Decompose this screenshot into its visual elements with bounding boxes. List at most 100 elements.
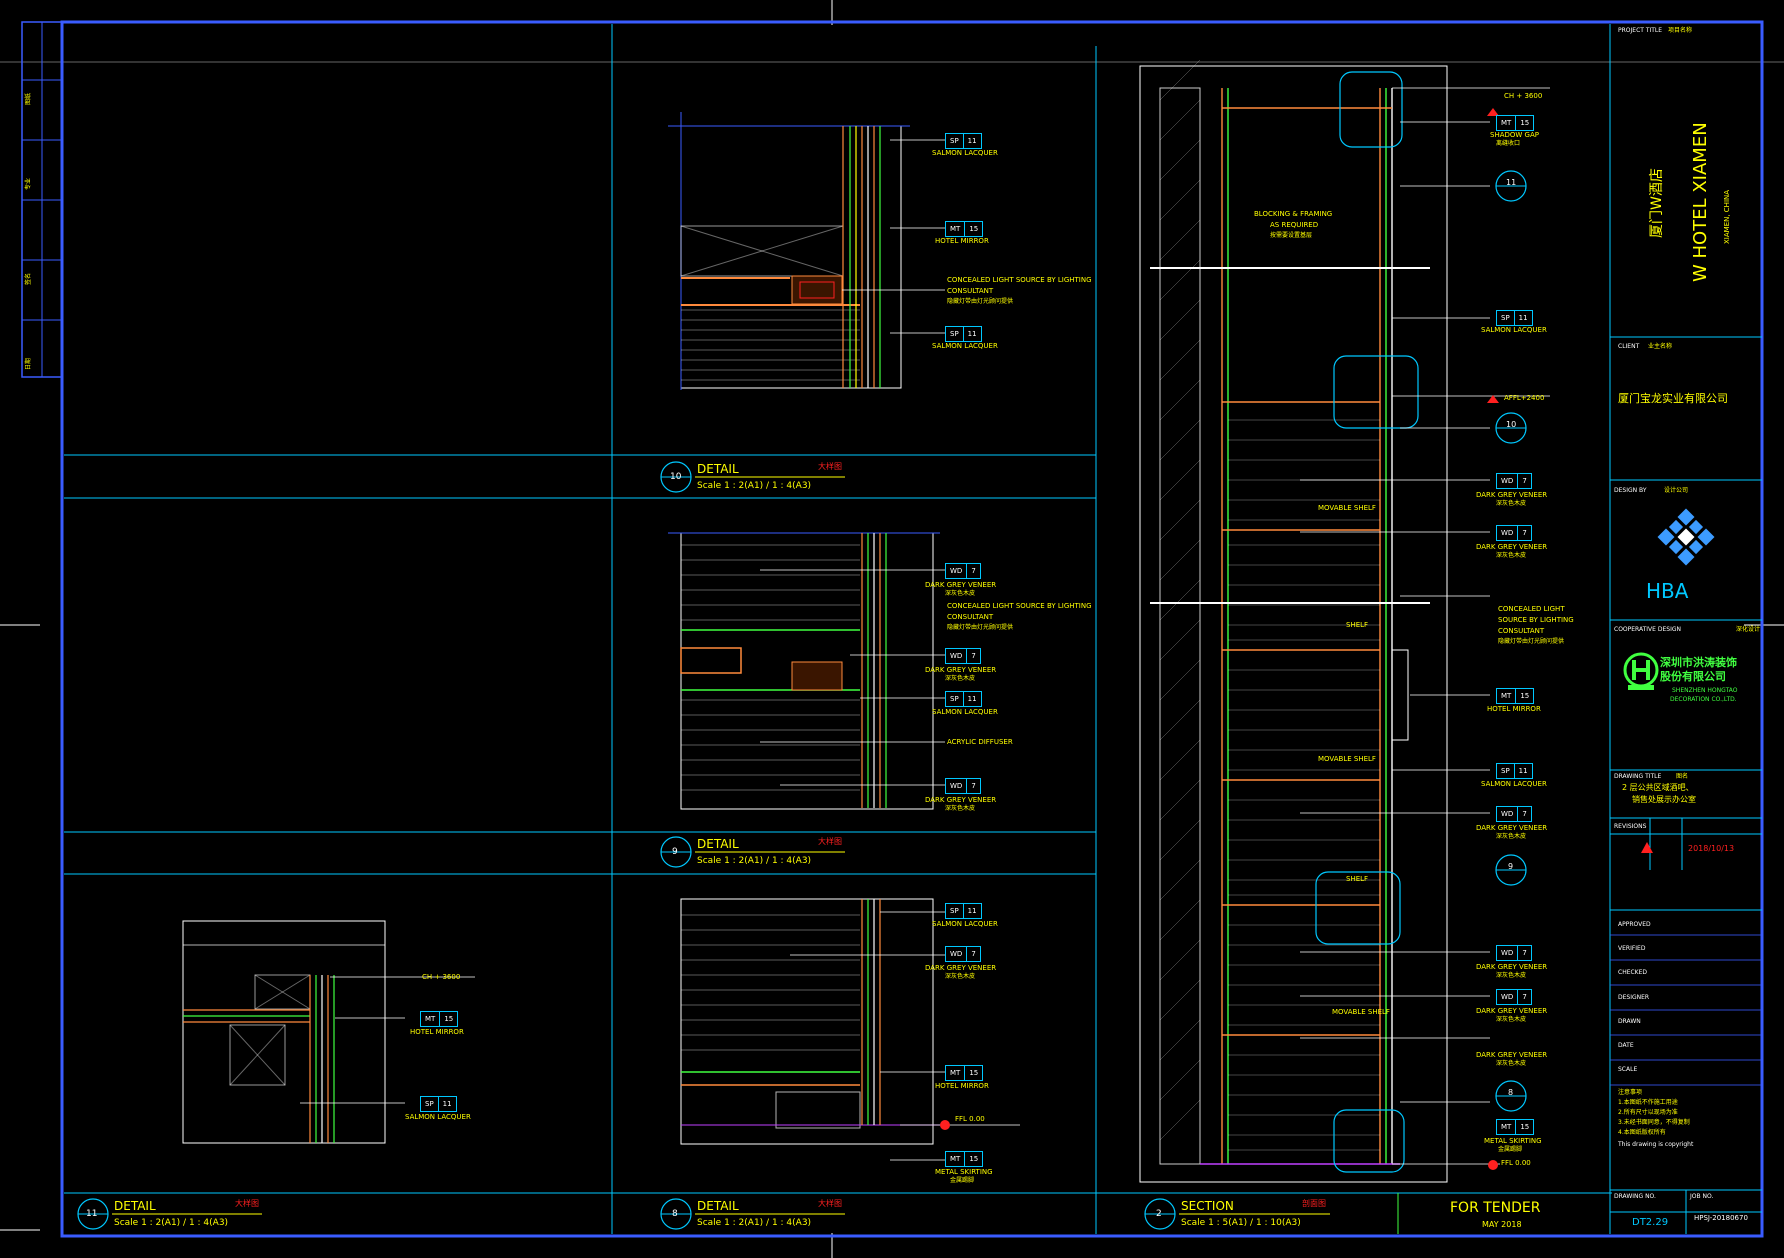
drawing-title-label: DRAWING TITLE <box>1614 773 1662 780</box>
row-verified: VERIFIED <box>1618 945 1646 952</box>
label-movable-shelf: MOVABLE SHELF <box>1318 504 1376 512</box>
label-dark-grey-cn: 深灰色木皮 <box>1496 1060 1527 1067</box>
label-concealed-cn: 隐藏灯带由灯光顾问提供 <box>947 624 1014 631</box>
label-movable-shelf: MOVABLE SHELF <box>1332 1008 1390 1016</box>
project-name-en: W HOTEL XIAMEN <box>1690 122 1711 282</box>
label-hotel-mirror: HOTEL MIRROR <box>410 1028 464 1036</box>
label-dark-grey-veneer: DARK GREY VENEER <box>925 666 997 674</box>
view-number: 11 <box>86 1209 98 1219</box>
label-dark-grey-veneer: DARK GREY VENEER <box>925 796 997 804</box>
cooperative-label: COOPERATIVE DESIGN <box>1614 626 1681 633</box>
label-consultant: CONSULTANT <box>947 287 994 295</box>
view-number: 8 <box>672 1209 678 1219</box>
left-strip-label: 专业 <box>25 177 32 190</box>
label-salmon-lacquer: SALMON LACQUER <box>932 342 998 350</box>
label-dark-grey-cn: 深灰色木皮 <box>1496 833 1527 840</box>
row-checked: CHECKED <box>1618 969 1648 976</box>
design-by-label: DESIGN BY <box>1614 487 1647 494</box>
revisions-label: REVISIONS <box>1614 823 1647 830</box>
label-shelf: SHELF <box>1346 875 1369 883</box>
left-strip-label: 日期 <box>25 357 32 370</box>
view-scale: Scale 1 : 2(A1) / 1 : 4(A3) <box>114 1218 229 1228</box>
detail-11-drawing <box>182 920 475 1144</box>
view-number: 9 <box>672 847 678 857</box>
label-consultant: CONSULTANT <box>947 613 994 621</box>
label-concealed-cn: 隐藏灯带由灯光顾问提供 <box>947 298 1014 305</box>
callout-number: 8 <box>1508 1088 1514 1097</box>
drawing-no-label: DRAWING NO. <box>1614 1193 1656 1200</box>
callout-number: 10 <box>1506 420 1517 429</box>
row-drawn: DRAWN <box>1618 1018 1641 1025</box>
label-dark-grey-veneer: DARK GREY VENEER <box>925 964 997 972</box>
project-name-cn: 厦门W酒店 <box>1649 168 1665 238</box>
label-dark-grey-cn: 深灰色木皮 <box>1496 972 1527 979</box>
row-approved: APPROVED <box>1618 921 1651 928</box>
view-scale: Scale 1 : 2(A1) / 1 : 4(A3) <box>697 481 812 491</box>
revision-date: 2018/10/13 <box>1688 844 1735 853</box>
callout-number: 11 <box>1506 178 1517 187</box>
label-salmon-lacquer: SALMON LACQUER <box>932 708 998 716</box>
hba-logo-icon <box>1657 508 1715 566</box>
label-hotel-mirror: HOTEL MIRROR <box>935 1082 989 1090</box>
detail-8-drawing <box>680 898 1020 1161</box>
label-blocking-cn: 按需要设置基层 <box>1270 232 1313 239</box>
label-concealed-light: CONCEALED LIGHT SOURCE BY LIGHTING <box>947 276 1092 284</box>
view-scale: Scale 1 : 5(A1) / 1 : 10(A3) <box>1181 1218 1301 1228</box>
note-line: 注意事项 <box>1618 1089 1643 1096</box>
label-metal-skirting: METAL SKIRTING <box>1484 1137 1542 1145</box>
view-number: 10 <box>670 472 682 482</box>
section-2-drawing <box>1139 59 1550 1183</box>
label-dark-grey-veneer: DARK GREY VENEER <box>1476 824 1548 832</box>
label-acrylic-diffuser: ACRYLIC DIFFUSER <box>947 738 1013 746</box>
label-dark-grey-cn: 深灰色木皮 <box>945 590 976 597</box>
coop-company-cn-1: 深圳市洪涛装饰 <box>1660 656 1737 669</box>
row-date: DATE <box>1618 1042 1634 1049</box>
label-movable-shelf: MOVABLE SHELF <box>1318 755 1376 763</box>
coop-company-cn-2: 股份有限公司 <box>1660 670 1726 683</box>
project-title-label: PROJECT TITLE <box>1618 27 1663 34</box>
view-title: DETAIL <box>697 462 739 476</box>
view-number: 2 <box>1156 1209 1162 1219</box>
label-blocking: BLOCKING & FRAMING <box>1254 210 1333 218</box>
label-hotel-mirror: HOTEL MIRROR <box>935 237 989 245</box>
label-dark-grey-cn: 深灰色木皮 <box>1496 552 1527 559</box>
left-strip-label: 图纸 <box>25 92 32 105</box>
label-consultant: CONSULTANT <box>1498 627 1545 635</box>
note-line: 1.本图纸不作施工用途 <box>1618 1099 1678 1106</box>
label-dark-grey-veneer: DARK GREY VENEER <box>1476 963 1548 971</box>
label-shadow-gap-cn: 离缝收口 <box>1496 140 1521 147</box>
label-salmon-lacquer: SALMON LACQUER <box>1481 326 1547 334</box>
view-scale: Scale 1 : 2(A1) / 1 : 4(A3) <box>697 856 812 866</box>
detail-10-drawing <box>668 112 945 390</box>
label-dark-grey-cn: 深灰色木皮 <box>945 805 976 812</box>
label-as-required: AS REQUIRED <box>1270 221 1319 229</box>
label-metal-skirting-cn: 金属踢脚 <box>1498 1146 1523 1153</box>
label-concealed-cn: 隐藏灯带由灯光顾问提供 <box>1498 638 1565 645</box>
label-dark-grey-veneer: DARK GREY VENEER <box>1476 1007 1548 1015</box>
label-salmon-lacquer: SALMON LACQUER <box>405 1113 471 1121</box>
label-dark-grey-veneer: DARK GREY VENEER <box>1476 491 1548 499</box>
label-salmon-lacquer: SALMON LACQUER <box>932 149 998 157</box>
view-title: DETAIL <box>697 1199 739 1213</box>
callout-number: 9 <box>1508 862 1514 871</box>
label-shadow-gap: SHADOW GAP <box>1490 131 1539 139</box>
left-strip-label: 签名 <box>25 272 32 285</box>
label-metal-skirting: METAL SKIRTING <box>935 1168 993 1176</box>
drawing-title-line-1: 2 层公共区域酒吧、 <box>1622 783 1694 792</box>
drawing-number: DT2.29 <box>1632 1217 1669 1228</box>
revision-triangle-icon <box>1641 842 1653 853</box>
design-by-cn-label: 设计公司 <box>1664 487 1689 494</box>
view-title: DETAIL <box>114 1199 156 1213</box>
label-ffl: FFL 0.00 <box>1501 1159 1531 1167</box>
